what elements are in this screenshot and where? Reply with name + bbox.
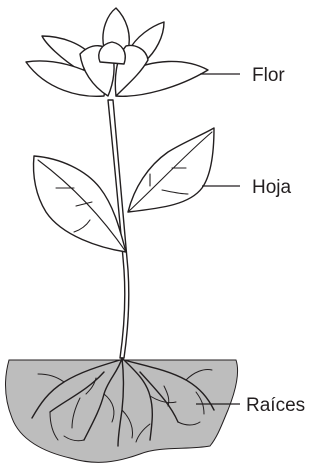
leaf-label: Hoja	[252, 177, 292, 198]
right-leaf	[128, 128, 214, 212]
left-leaf	[34, 156, 127, 252]
roots-label: Raíces	[246, 395, 305, 416]
flower-label: Flor	[252, 65, 285, 86]
flower-head	[26, 8, 208, 96]
